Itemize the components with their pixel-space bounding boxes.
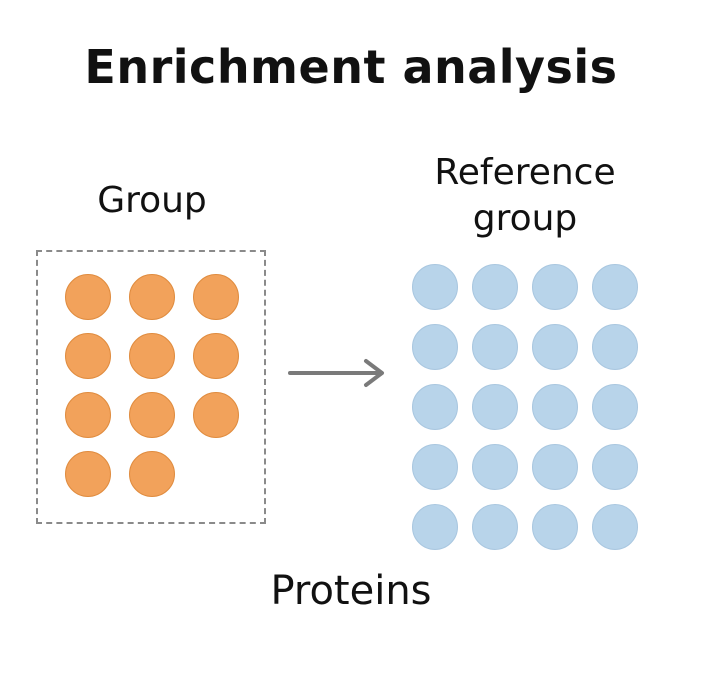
reference-protein-dot [412, 324, 458, 370]
reference-protein-dot [592, 504, 638, 550]
reference-protein-dot [472, 504, 518, 550]
group-protein-dot [129, 333, 175, 379]
reference-protein-dot [532, 324, 578, 370]
proteins-label: Proteins [270, 568, 432, 614]
right-arrow-icon [288, 359, 384, 387]
group-protein-dot [65, 451, 111, 497]
reference-group-label: Reference group [400, 150, 650, 242]
group-label: Group [97, 180, 207, 221]
reference-group-label-line2: group [472, 198, 578, 239]
diagram-title: Enrichment analysis [84, 40, 618, 94]
reference-protein-dot [412, 504, 458, 550]
group-protein-dot [65, 392, 111, 438]
group-protein-dot [129, 451, 175, 497]
reference-protein-dot [592, 324, 638, 370]
reference-protein-dot [472, 264, 518, 310]
reference-protein-dot [532, 384, 578, 430]
group-protein-dot [193, 333, 239, 379]
reference-protein-dot [532, 264, 578, 310]
reference-protein-dot [532, 444, 578, 490]
group-protein-dot [65, 274, 111, 320]
reference-protein-dot [412, 264, 458, 310]
reference-protein-dot [412, 384, 458, 430]
reference-protein-dot [472, 324, 518, 370]
group-box [36, 250, 266, 524]
reference-protein-dot [532, 504, 578, 550]
reference-protein-dot [412, 444, 458, 490]
reference-protein-dot [592, 384, 638, 430]
reference-protein-dot [472, 444, 518, 490]
group-protein-dot [193, 274, 239, 320]
group-protein-dot [193, 392, 239, 438]
group-protein-dot [65, 333, 111, 379]
group-protein-dot [129, 274, 175, 320]
reference-protein-dot [592, 444, 638, 490]
reference-group-label-line1: Reference [434, 152, 616, 193]
reference-protein-dot [472, 384, 518, 430]
reference-protein-dot [592, 264, 638, 310]
group-protein-dot [129, 392, 175, 438]
